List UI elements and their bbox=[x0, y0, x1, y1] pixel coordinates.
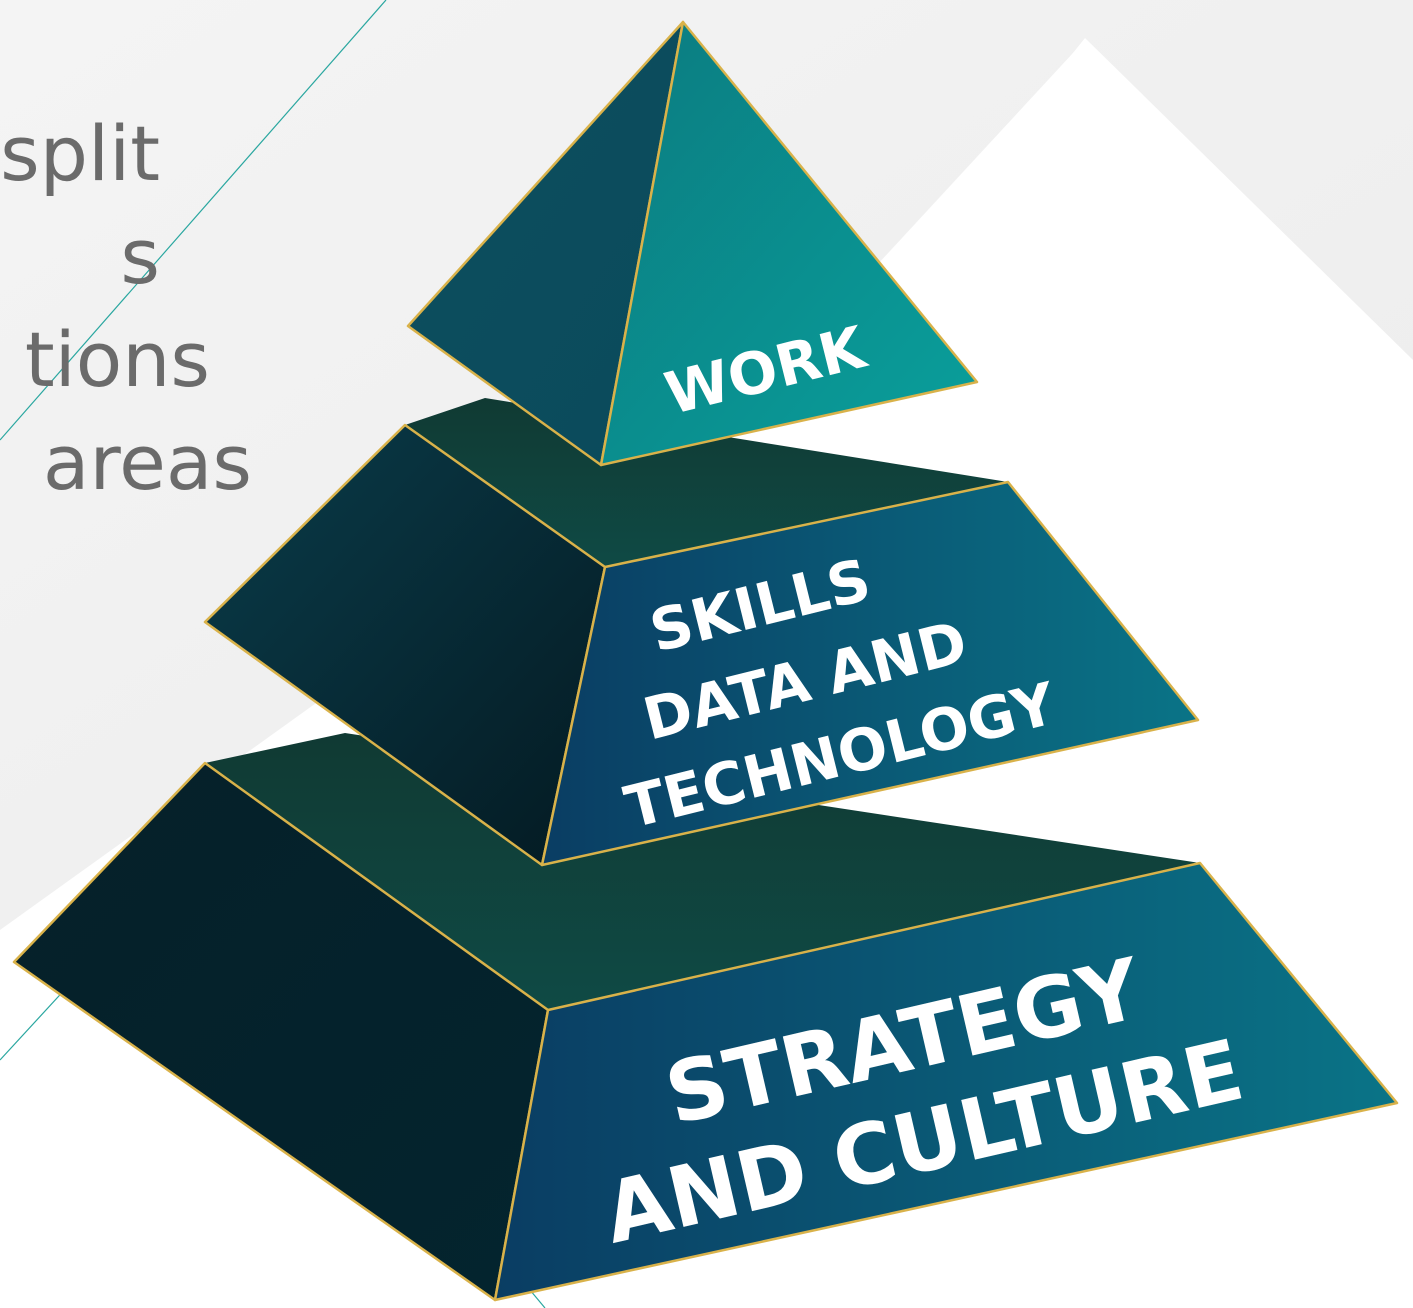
tier-middle-front-face bbox=[540, 480, 1200, 867]
background-gray-shape bbox=[0, 0, 1413, 930]
tier-top-front-face bbox=[599, 20, 979, 467]
tier-bottom-front-face bbox=[493, 861, 1399, 1302]
tier-middle-top-face bbox=[405, 398, 1008, 567]
pyramid-tier-top: WORK bbox=[406, 20, 979, 467]
accent-line-upper bbox=[0, 0, 387, 441]
pyramid-tier-middle: SKILLS DATA AND TECHNOLOGY bbox=[203, 398, 1200, 867]
